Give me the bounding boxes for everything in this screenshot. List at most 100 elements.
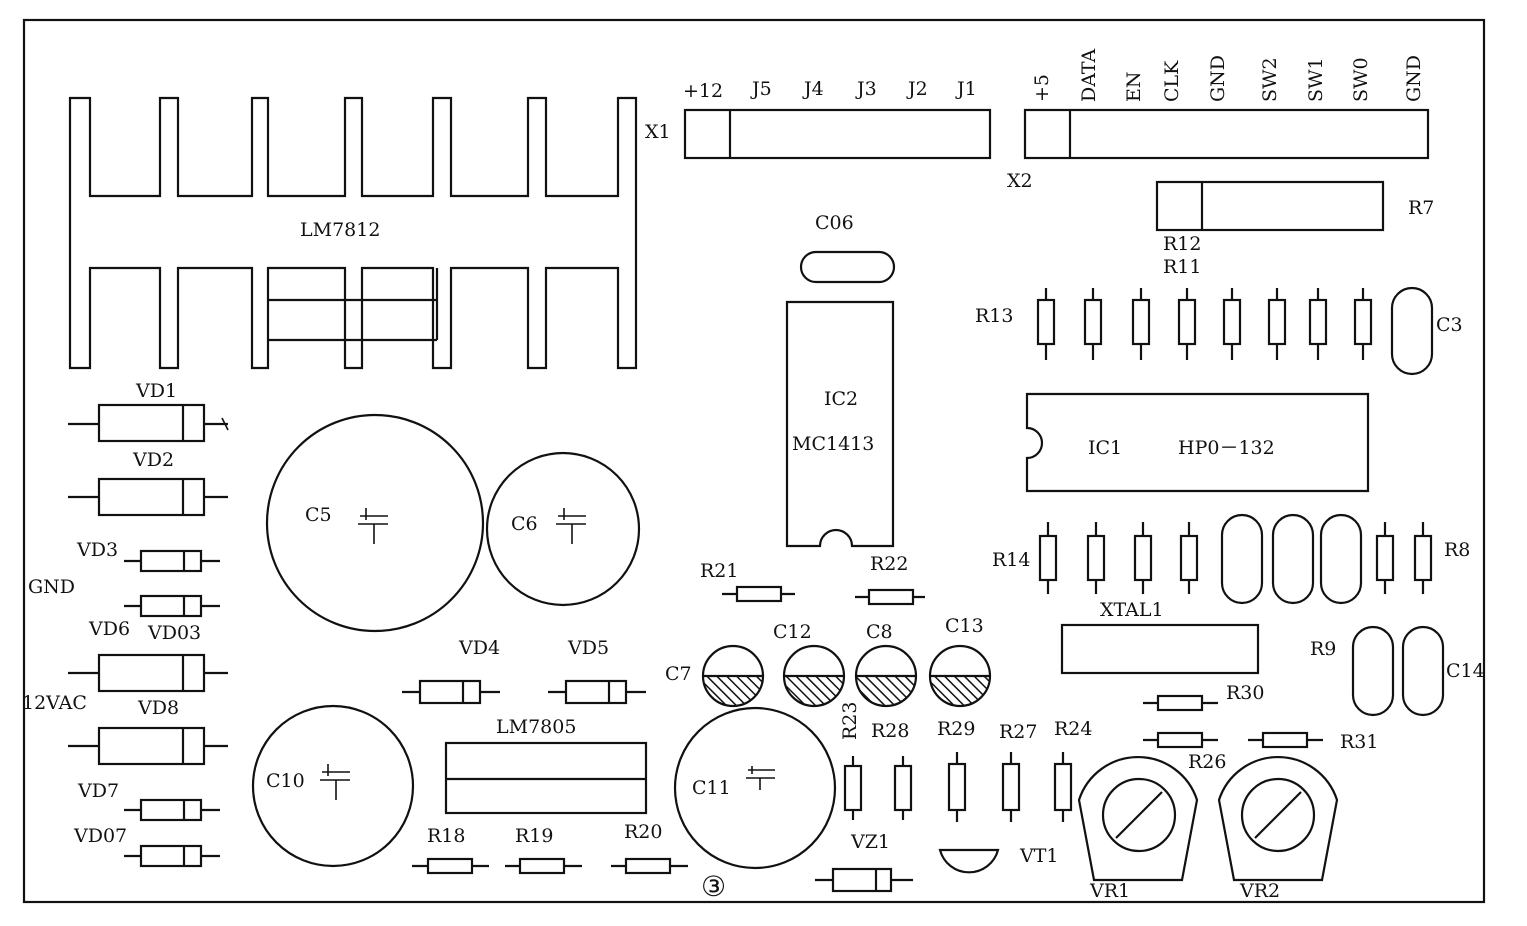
capacitor-c13 <box>928 644 992 708</box>
x2-label: X2 <box>1007 170 1033 192</box>
resistor-r19 <box>505 857 582 875</box>
r14-label: R14 <box>992 549 1030 571</box>
r13-label: R13 <box>975 305 1013 327</box>
resistor-vertical <box>1086 522 1106 594</box>
x2-pin-label: SW1 <box>1305 57 1327 102</box>
r27-label: R27 <box>999 721 1037 743</box>
diode-vd7 <box>124 798 220 822</box>
x1-pin-label: J1 <box>955 78 977 100</box>
diode-vd07 <box>124 844 220 868</box>
vac-label: 12VAC <box>22 692 87 714</box>
ic1-part-label: HP0－132 <box>1178 437 1275 459</box>
potentiometer-vr1 <box>1077 755 1199 882</box>
r9-label: R9 <box>1310 638 1336 660</box>
vd4-label: VD4 <box>458 637 500 659</box>
capacitor-polarity-mark <box>320 764 350 800</box>
c13-label: C13 <box>945 615 984 637</box>
r30-label: R30 <box>1226 682 1264 704</box>
capacitor-c6 <box>485 451 641 607</box>
x2-pin-label: EN <box>1123 72 1145 103</box>
resistor-vertical <box>1036 288 1056 360</box>
capacitor-polarity-mark <box>358 508 388 544</box>
r8-label: R8 <box>1444 539 1470 561</box>
capacitor-polarity-mark <box>746 766 775 790</box>
capacitor-c06 <box>799 250 896 284</box>
diode-vd6-body <box>68 653 228 693</box>
diode-vd1 <box>68 403 229 443</box>
resistor-vertical <box>1038 522 1058 594</box>
diode-vd8 <box>68 726 228 766</box>
resistor-r21 <box>722 585 795 603</box>
capacitor-polarity-mark <box>556 508 586 544</box>
r26-label: R26 <box>1188 751 1226 773</box>
vd07-label: VD07 <box>73 825 127 847</box>
c06-label: C06 <box>815 212 854 234</box>
diode-vd2 <box>68 477 228 517</box>
c8-label: C8 <box>866 621 893 643</box>
x2-pin-label: GND <box>1207 55 1229 102</box>
diode-vd5 <box>548 679 646 705</box>
r24-label: R24 <box>1054 718 1092 740</box>
board-outline <box>22 18 1486 904</box>
connector-x2 <box>1023 108 1430 160</box>
r22-label: R22 <box>870 553 908 575</box>
r20-label: R20 <box>624 821 662 843</box>
resistor-vertical <box>1133 522 1153 594</box>
resistor-r20 <box>611 857 688 875</box>
r21-label: R21 <box>700 560 738 582</box>
resistor-vertical <box>1413 522 1433 594</box>
vd2-label: VD2 <box>132 449 174 471</box>
vz1-label: VZ1 <box>850 831 890 853</box>
r31-label: R31 <box>1340 731 1378 753</box>
x2-pin-label: SW2 <box>1259 57 1281 102</box>
capacitor-c5 <box>265 413 485 633</box>
c12-label: C12 <box>773 621 812 643</box>
c3-label: C3 <box>1436 314 1463 336</box>
figure-number: ③ <box>701 870 726 903</box>
ic-ic2 <box>785 300 895 548</box>
resistor-vertical <box>1353 288 1373 360</box>
vd03-label: VD03 <box>147 622 201 644</box>
resistor-vertical <box>1375 522 1395 594</box>
resistor-vertical <box>1308 288 1328 360</box>
resistor-r22 <box>855 588 925 606</box>
c7-label: C7 <box>665 663 692 685</box>
x2-pin-label: DATA <box>1078 48 1100 102</box>
r19-label: R19 <box>515 825 553 847</box>
c14-label: C14 <box>1446 660 1485 682</box>
vt1-label: VT1 <box>1019 845 1058 867</box>
resistor-r26 <box>1143 731 1218 749</box>
x1-pin-label: J2 <box>906 78 928 100</box>
vd7-label: VD7 <box>77 780 119 802</box>
resistor-vertical <box>1267 288 1287 360</box>
c6-label: C6 <box>511 513 538 535</box>
vr2-label: VR2 <box>1239 880 1280 902</box>
diode-vd3 <box>124 549 220 573</box>
resistor-vertical <box>1131 288 1151 360</box>
resistor-r27 <box>1001 752 1021 822</box>
resistor-r24 <box>1053 752 1073 822</box>
x2-pin-label: GND <box>1403 55 1425 102</box>
vd1-label: VD1 <box>135 380 177 402</box>
resistor-r31 <box>1248 731 1323 749</box>
capacitor-oval <box>1220 513 1264 605</box>
resistor-r23 <box>843 756 863 820</box>
ic1-label: IC1 <box>1088 437 1122 459</box>
heatsink-lm7812 <box>68 96 638 370</box>
c11-label: C11 <box>692 777 731 799</box>
diode-vd4 <box>402 679 500 705</box>
x1-pin-label: J3 <box>855 78 877 100</box>
x2-pin-label: +5 <box>1031 74 1053 102</box>
capacitor-c7 <box>701 644 765 708</box>
vd6-label: VD6 <box>88 618 130 640</box>
lm7812-label: LM7812 <box>300 219 380 241</box>
xtal1-label: XTAL1 <box>1100 599 1164 621</box>
x1-pin-label: J4 <box>802 78 824 100</box>
vd5-label: VD5 <box>567 637 609 659</box>
x1-label: X1 <box>645 121 671 143</box>
resistor-vertical <box>1222 288 1242 360</box>
capacitor-c8 <box>854 644 918 708</box>
vd8-label: VD8 <box>137 697 179 719</box>
